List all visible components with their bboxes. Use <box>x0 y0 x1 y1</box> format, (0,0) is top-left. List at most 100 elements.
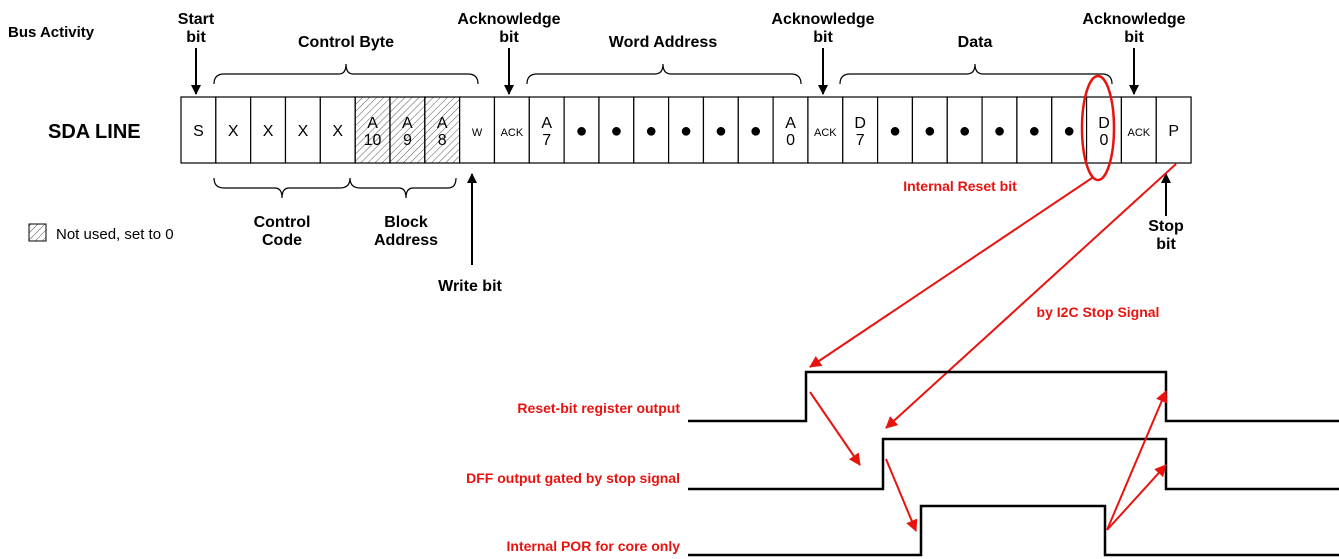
word-address-brace <box>526 63 802 85</box>
bit-cell-text: D <box>854 115 866 132</box>
bit-cell: ● <box>633 96 670 164</box>
waveform-dff-output: DFF output gated by stop signal <box>466 437 1339 491</box>
bit-cell-text: ACK <box>501 127 524 139</box>
legend-hatch-swatch <box>28 223 47 242</box>
bit-cell-text: P <box>1168 123 1179 140</box>
bit-cell: A0 <box>772 96 809 164</box>
bit-cell-text: X <box>228 123 239 140</box>
bit-cell-box <box>250 96 287 164</box>
control-code-brace <box>213 177 351 199</box>
internal-reset-bit-label: Internal Reset bit <box>903 178 1017 194</box>
bit-cell-box <box>911 96 948 164</box>
block-address-label: Block Address <box>374 214 438 249</box>
svg-text:Control: Control <box>254 214 311 231</box>
data-header: Data <box>958 34 993 51</box>
bit-cell-box <box>180 96 217 164</box>
bit-cell-box <box>807 96 844 164</box>
por-to-register-arrow <box>1106 390 1168 531</box>
bit-cell-box <box>354 96 391 164</box>
bit-cell-text: ● <box>610 120 622 142</box>
bit-cell: ● <box>981 96 1018 164</box>
control-code-label: Control Code <box>254 214 311 249</box>
svg-text:Acknowledge: Acknowledge <box>457 11 560 28</box>
word-address-header: Word Address <box>609 34 718 51</box>
bit-cell-text: ● <box>889 120 901 142</box>
svg-text:bit: bit <box>499 29 519 46</box>
bit-cell: W <box>459 96 496 164</box>
bit-cell-text: ● <box>1063 120 1075 142</box>
bit-cell-box <box>876 96 914 164</box>
bit-cell-text: ● <box>645 120 657 142</box>
waveform-reset-bit-register: Reset-bit register output <box>517 370 1339 423</box>
bit-cell-text: 0 <box>1100 132 1109 149</box>
svg-text:bit: bit <box>1124 29 1144 46</box>
bit-cell: ● <box>946 96 983 164</box>
bus-activity-label: Bus Activity <box>8 24 95 41</box>
svg-text:Internal POR for core only: Internal POR for core only <box>507 538 681 554</box>
data-brace <box>839 63 1113 85</box>
control-byte-brace <box>213 63 479 85</box>
bit-cell-text: ● <box>575 120 587 142</box>
bit-cell-text: 7 <box>542 132 551 149</box>
bit-cell-text: 8 <box>438 132 447 149</box>
stop-signal-label: by I2C Stop Signal <box>1037 304 1160 320</box>
bit-cell: ● <box>668 96 705 164</box>
bit-cell-text: ACK <box>814 127 837 139</box>
bit-cell-box <box>215 96 252 164</box>
svg-text:Acknowledge: Acknowledge <box>771 11 874 28</box>
bit-cell: A7 <box>528 96 565 164</box>
bit-cell: A10 <box>354 96 391 164</box>
bit-cell-box <box>563 96 600 164</box>
svg-text:bit: bit <box>813 29 833 46</box>
bit-cell: X <box>284 96 321 164</box>
svg-text:bit: bit <box>1156 236 1176 253</box>
dff-to-por-arrow <box>885 458 918 532</box>
bit-cell-box <box>981 96 1018 164</box>
bit-cell-text: ● <box>750 120 762 142</box>
waveform-internal-por: Internal POR for core only <box>507 504 1339 557</box>
bit-cell-text: ● <box>680 120 692 142</box>
bit-cell-text: X <box>263 123 274 140</box>
bit-cell: ● <box>598 96 635 164</box>
stop-signal-to-dff-arrow <box>885 163 1177 429</box>
ack1-header: Acknowledge bit <box>457 11 560 46</box>
bit-cell-box <box>1085 96 1123 164</box>
bit-cell: P <box>1155 96 1192 164</box>
bit-cell: ● <box>911 96 948 164</box>
por-to-dff-arrow <box>1106 464 1167 531</box>
bit-cell-text: X <box>332 123 343 140</box>
bit-cell: D0 <box>1085 96 1123 164</box>
control-byte-header: Control Byte <box>298 34 394 51</box>
bit-cell-box <box>772 96 809 164</box>
ack3-header: Acknowledge bit <box>1082 11 1185 46</box>
sda-line-label: SDA LINE <box>48 121 141 143</box>
bit-cell-box <box>1155 96 1192 164</box>
bit-cell-box <box>459 96 496 164</box>
svg-text:Start: Start <box>178 11 215 28</box>
bit-cell: ● <box>876 96 914 164</box>
bit-cell-box <box>598 96 635 164</box>
bit-cell: ACK <box>493 96 530 164</box>
svg-text:Block: Block <box>384 214 428 231</box>
reset-bit-to-register-arrow <box>809 177 1093 368</box>
bit-cell: X <box>215 96 252 164</box>
block-address-brace <box>349 177 457 199</box>
bit-cell-text: ACK <box>1128 127 1151 139</box>
bit-cell-box <box>633 96 670 164</box>
svg-text:DFF output gated by stop signa: DFF output gated by stop signal <box>466 470 680 486</box>
register-to-dff-arrow <box>809 391 861 466</box>
bit-cell: ● <box>737 96 774 164</box>
svg-text:Code: Code <box>262 232 302 249</box>
bit-cell-box <box>1120 96 1157 164</box>
bit-cell-box <box>493 96 530 164</box>
svg-text:Reset-bit register output: Reset-bit register output <box>517 400 680 416</box>
write-bit-label: Write bit <box>438 278 502 295</box>
svg-text:bit: bit <box>186 29 206 46</box>
bit-cell-text: D <box>1098 115 1110 132</box>
bit-cell: ACK <box>807 96 844 164</box>
bit-cell-text: 9 <box>403 132 412 149</box>
bit-cell-text: A <box>402 115 413 132</box>
ack2-header: Acknowledge bit <box>771 11 874 46</box>
